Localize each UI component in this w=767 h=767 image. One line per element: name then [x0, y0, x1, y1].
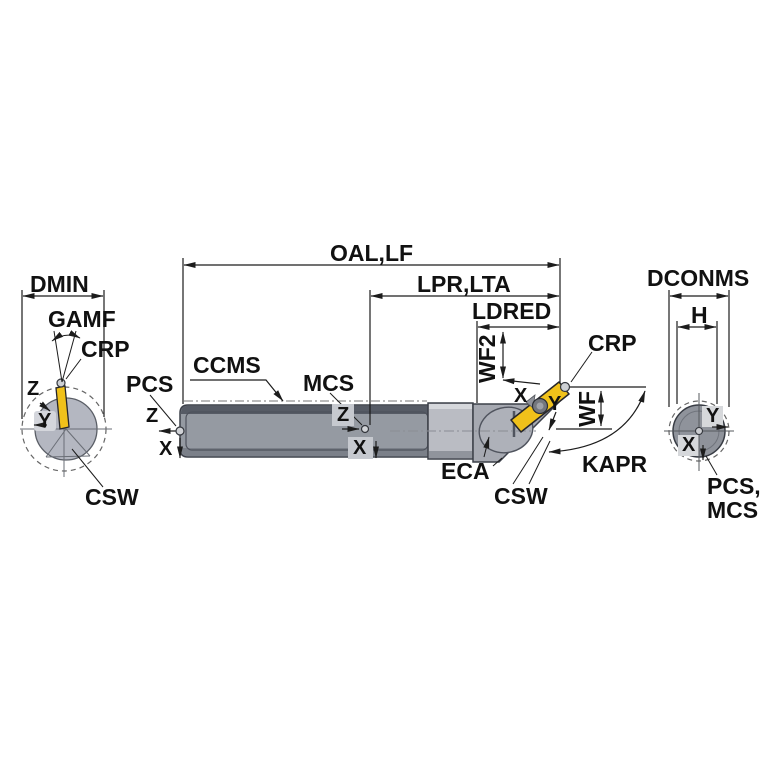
label-kapr: KAPR — [582, 451, 648, 477]
csw-wedge-chord — [45, 455, 91, 458]
crp-leader-main — [570, 351, 593, 383]
right-end-view — [664, 290, 734, 476]
ccms-leader — [190, 379, 284, 402]
mcs-origin-point — [360, 424, 370, 434]
label-h: H — [691, 302, 708, 328]
label-mcs: MCS — [303, 370, 355, 396]
label-pcs-mcs-right: PCS, MCS — [707, 474, 761, 522]
shank-bottom-chamfer — [181, 448, 428, 457]
label-eca: ECA — [441, 458, 490, 484]
side-view-dimensions — [149, 258, 646, 485]
right-view-x-label-box — [678, 435, 699, 456]
label-pcs-mcs-line1: PCS, — [707, 473, 761, 499]
axis-label-y-insert: Y — [548, 393, 562, 415]
csw-wedge-line-2 — [65, 428, 91, 457]
axis-label-z-left-view: Z — [27, 378, 40, 400]
eca-arrow — [483, 436, 490, 458]
label-ldred: LDRED — [472, 298, 552, 324]
axis-label-z-mcs: Z — [337, 404, 350, 426]
crp-corner-point — [559, 381, 571, 393]
gamf-angle-arc — [51, 330, 81, 342]
axis-label-x-mcs: X — [353, 437, 367, 459]
label-csw-left: CSW — [85, 484, 139, 510]
mcs-z-label-box — [332, 404, 354, 426]
label-csw-main: CSW — [494, 483, 548, 509]
axis-label-x-right-view: X — [682, 434, 696, 456]
pcs-mcs-leader-right — [705, 455, 718, 476]
label-lpr-lta: LPR,LTA — [417, 271, 511, 297]
label-pcs-mcs-line2: MCS — [707, 497, 759, 523]
csw-leader-1 — [512, 436, 544, 485]
label-dconms: DCONMS — [647, 265, 750, 291]
mcs-x-label-box — [348, 437, 373, 459]
axis-label-x-pcs: X — [159, 438, 173, 460]
left-end-view — [20, 290, 112, 488]
axis-label-x-insert: X — [514, 385, 528, 407]
label-wf2: WF2 — [474, 334, 500, 383]
label-dmin: DMIN — [30, 271, 89, 297]
axis-label-y-left-view: Y — [38, 410, 52, 432]
left-view-z-axis-arrow — [39, 401, 51, 412]
crp-leader-left — [65, 358, 82, 380]
collar-shadow — [429, 451, 472, 458]
csw-leader-left — [71, 448, 104, 488]
label-wf: WF — [574, 391, 600, 427]
label-pcs: PCS — [126, 371, 174, 397]
eca-leader-tick — [492, 457, 503, 467]
kapr-angle-arc — [548, 390, 646, 455]
axis-label-z-pcs: Z — [146, 405, 159, 427]
label-crp-left: CRP — [81, 336, 130, 362]
label-gamf: GAMF — [48, 306, 116, 332]
pcs-origin-point — [175, 426, 185, 436]
insert-y-axis-arrow — [548, 411, 557, 431]
label-oal-lf: OAL,LF — [330, 240, 414, 266]
collar-highlight — [429, 404, 472, 409]
right-view-y-label-box — [702, 406, 723, 427]
shank-top-chamfer — [181, 405, 428, 414]
label-ccms: CCMS — [193, 352, 261, 378]
csw-leader-2 — [528, 440, 551, 485]
pcs-leader — [149, 394, 177, 427]
right-view-origin-point — [694, 426, 704, 436]
insert-x-axis-arrow — [502, 378, 541, 385]
csw-wedge-line-1 — [45, 428, 67, 458]
axis-label-y-right-view: Y — [706, 405, 720, 427]
insert-screw-center — [536, 402, 544, 410]
label-crp-main: CRP — [588, 330, 637, 356]
left-view-crp-point — [56, 378, 66, 388]
